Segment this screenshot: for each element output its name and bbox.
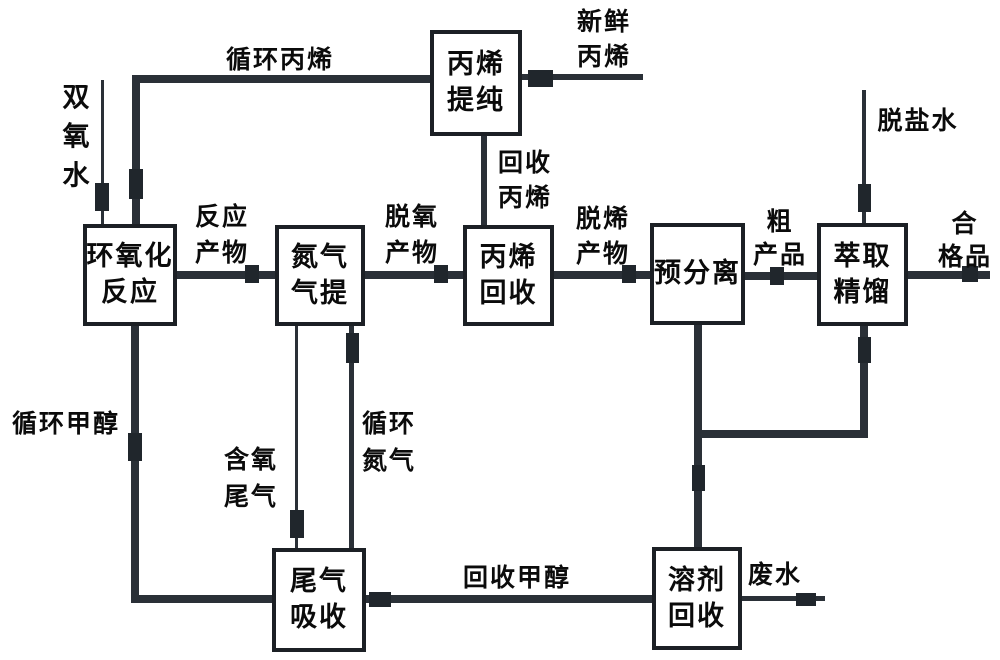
stream-label-recycle-methanol: 循环甲醇 [12, 409, 120, 439]
flow-arrow-marker-reaction-product [245, 265, 259, 283]
flow-arrow-marker-solvent-recovery-feed [691, 465, 705, 491]
box-label-line: 氮气 [291, 241, 349, 273]
pipe-fresh-propylene-feed [522, 74, 643, 80]
pipe-recycle-propylene-down [132, 75, 140, 224]
pipe-recovered-methanol [366, 595, 652, 603]
box-nitrogen-stripping: 氮气气提 [275, 225, 365, 326]
stream-label-line: 氧 [62, 121, 92, 153]
flow-arrow-marker-deolefin-product [622, 265, 636, 283]
pipe-recycle-methanol-bottom [131, 595, 272, 603]
box-label-line: 气提 [291, 277, 349, 309]
stream-label-crude-product: 粗产品 [753, 205, 807, 271]
box-label-line: 丙烯 [479, 241, 538, 273]
flow-arrow-marker-qualified-product [962, 266, 978, 282]
stream-label-line: 循环甲醇 [11, 409, 121, 438]
box-label-line: 反应 [101, 277, 159, 308]
stream-label-deoxygenated-product: 脱氧产物 [385, 199, 439, 271]
stream-label-line: 丙烯 [497, 183, 553, 212]
pipe-deolefin-product [554, 271, 650, 279]
box-epoxidation-reaction: 环氧化反应 [83, 224, 177, 326]
pipe-recycle-nitrogen [349, 326, 354, 548]
flow-arrow-marker-recovered-methanol [369, 591, 391, 607]
pipe-hydrogen-peroxide-feed [101, 80, 104, 224]
flow-arrow-marker-recycle-methanol [128, 433, 142, 461]
stream-label-line: 新鲜 [576, 7, 632, 36]
box-solvent-recovery: 溶剂回收 [652, 547, 742, 650]
stream-label-line: 合 [951, 209, 979, 238]
stream-label-hydrogen-peroxide: 双氧水 [63, 79, 92, 196]
pipe-deoxygenated-product [365, 271, 463, 279]
pipe-bottoms-branch [694, 430, 868, 438]
flow-arrow-marker-wastewater [796, 592, 816, 606]
stream-label-reaction-product: 反应产物 [195, 199, 249, 271]
pipe-oxygen-tail-gas [295, 326, 298, 548]
box-propylene-recovery: 丙烯回收 [463, 225, 554, 326]
stream-label-line: 产物 [575, 239, 631, 268]
stream-label-line: 废水 [747, 560, 803, 589]
pipe-recovered-propylene [481, 136, 487, 226]
flow-arrow-marker-oxygen-tail-gas [290, 510, 304, 538]
pipe-wastewater-out [742, 596, 825, 601]
box-label-line: 环氧化 [86, 241, 174, 272]
box-label-line: 丙烯 [447, 49, 505, 80]
stream-label-qualified-product: 合格品 [938, 207, 992, 273]
stream-label-line: 脱烯 [575, 204, 631, 233]
box-label-line: 溶剂 [668, 564, 726, 596]
stream-label-line: 回收 [497, 148, 553, 177]
stream-label-desalted-water: 脱盐水 [877, 106, 958, 136]
flow-arrow-marker-recycle-nitrogen [345, 333, 359, 363]
stream-label-line: 脱盐水 [877, 106, 959, 135]
flow-arrow-marker-hydrogen-peroxide [95, 183, 109, 211]
flow-arrow-marker-extractive-bottoms [857, 337, 871, 363]
box-extractive-distillation: 萃取精馏 [817, 223, 908, 326]
box-label-line: 提纯 [447, 85, 505, 116]
stream-label-line: 含氧 [223, 445, 279, 474]
stream-label-line: 脱氧 [384, 202, 440, 231]
stream-label-line: 格品 [937, 242, 993, 271]
stream-label-line: 回收甲醇 [462, 563, 572, 592]
flow-arrow-marker-fresh-propylene [527, 69, 553, 87]
stream-label-line: 产物 [194, 238, 250, 267]
stream-label-oxygen-tail-gas: 含氧尾气 [224, 441, 278, 515]
stream-label-line: 尾气 [223, 482, 279, 511]
stream-label-line: 循环丙烯 [225, 45, 335, 74]
box-label-line: 尾气 [290, 566, 348, 597]
stream-label-wastewater: 废水 [748, 560, 802, 590]
stream-label-line: 粗 [766, 207, 794, 236]
pipe-reaction-product [177, 271, 275, 279]
stream-label-recycle-nitrogen: 循环氮气 [362, 405, 416, 479]
box-pre-separation: 预分离 [650, 223, 745, 325]
box-label-line: 吸收 [290, 602, 348, 633]
box-tail-gas-absorption: 尾气吸收 [272, 548, 366, 652]
stream-label-line: 氮气 [361, 446, 417, 475]
pipe-recycle-methanol-down [131, 326, 139, 603]
pipe-qualified-product-out [908, 271, 990, 279]
pipe-desalted-water-feed [862, 90, 866, 223]
flow-arrow-marker-deoxygenated-product [434, 265, 448, 283]
stream-label-line: 循环 [361, 409, 417, 438]
stream-label-line: 产物 [384, 238, 440, 267]
stream-label-line: 反应 [194, 202, 250, 231]
box-label-line: 萃取 [833, 240, 892, 272]
box-propylene-purification: 丙烯提纯 [430, 30, 522, 136]
box-label-line: 预分离 [654, 258, 741, 289]
stream-label-recovered-methanol: 回收甲醇 [463, 563, 571, 593]
box-label-line: 精馏 [833, 276, 892, 308]
stream-label-line: 双 [62, 82, 92, 114]
flow-arrow-marker-recycle-propylene [129, 169, 143, 199]
stream-label-fresh-propylene: 新鲜丙烯 [577, 4, 631, 74]
stream-label-line: 水 [62, 160, 92, 192]
stream-label-line: 产品 [752, 240, 808, 269]
stream-label-recycle-propylene: 循环丙烯 [226, 45, 334, 75]
box-label-line: 回收 [668, 600, 726, 632]
stream-label-line: 丙烯 [576, 42, 632, 71]
pipe-recycle-propylene-top [132, 75, 432, 83]
pipe-extractive-bottoms [860, 326, 868, 438]
flow-arrow-marker-desalted-water [857, 184, 871, 212]
stream-label-deolefin-product: 脱烯产物 [576, 201, 630, 271]
flow-arrow-marker-crude-product [770, 267, 784, 285]
stream-label-recovered-propylene: 回收丙烯 [498, 145, 552, 215]
box-label-line: 回收 [479, 277, 538, 309]
